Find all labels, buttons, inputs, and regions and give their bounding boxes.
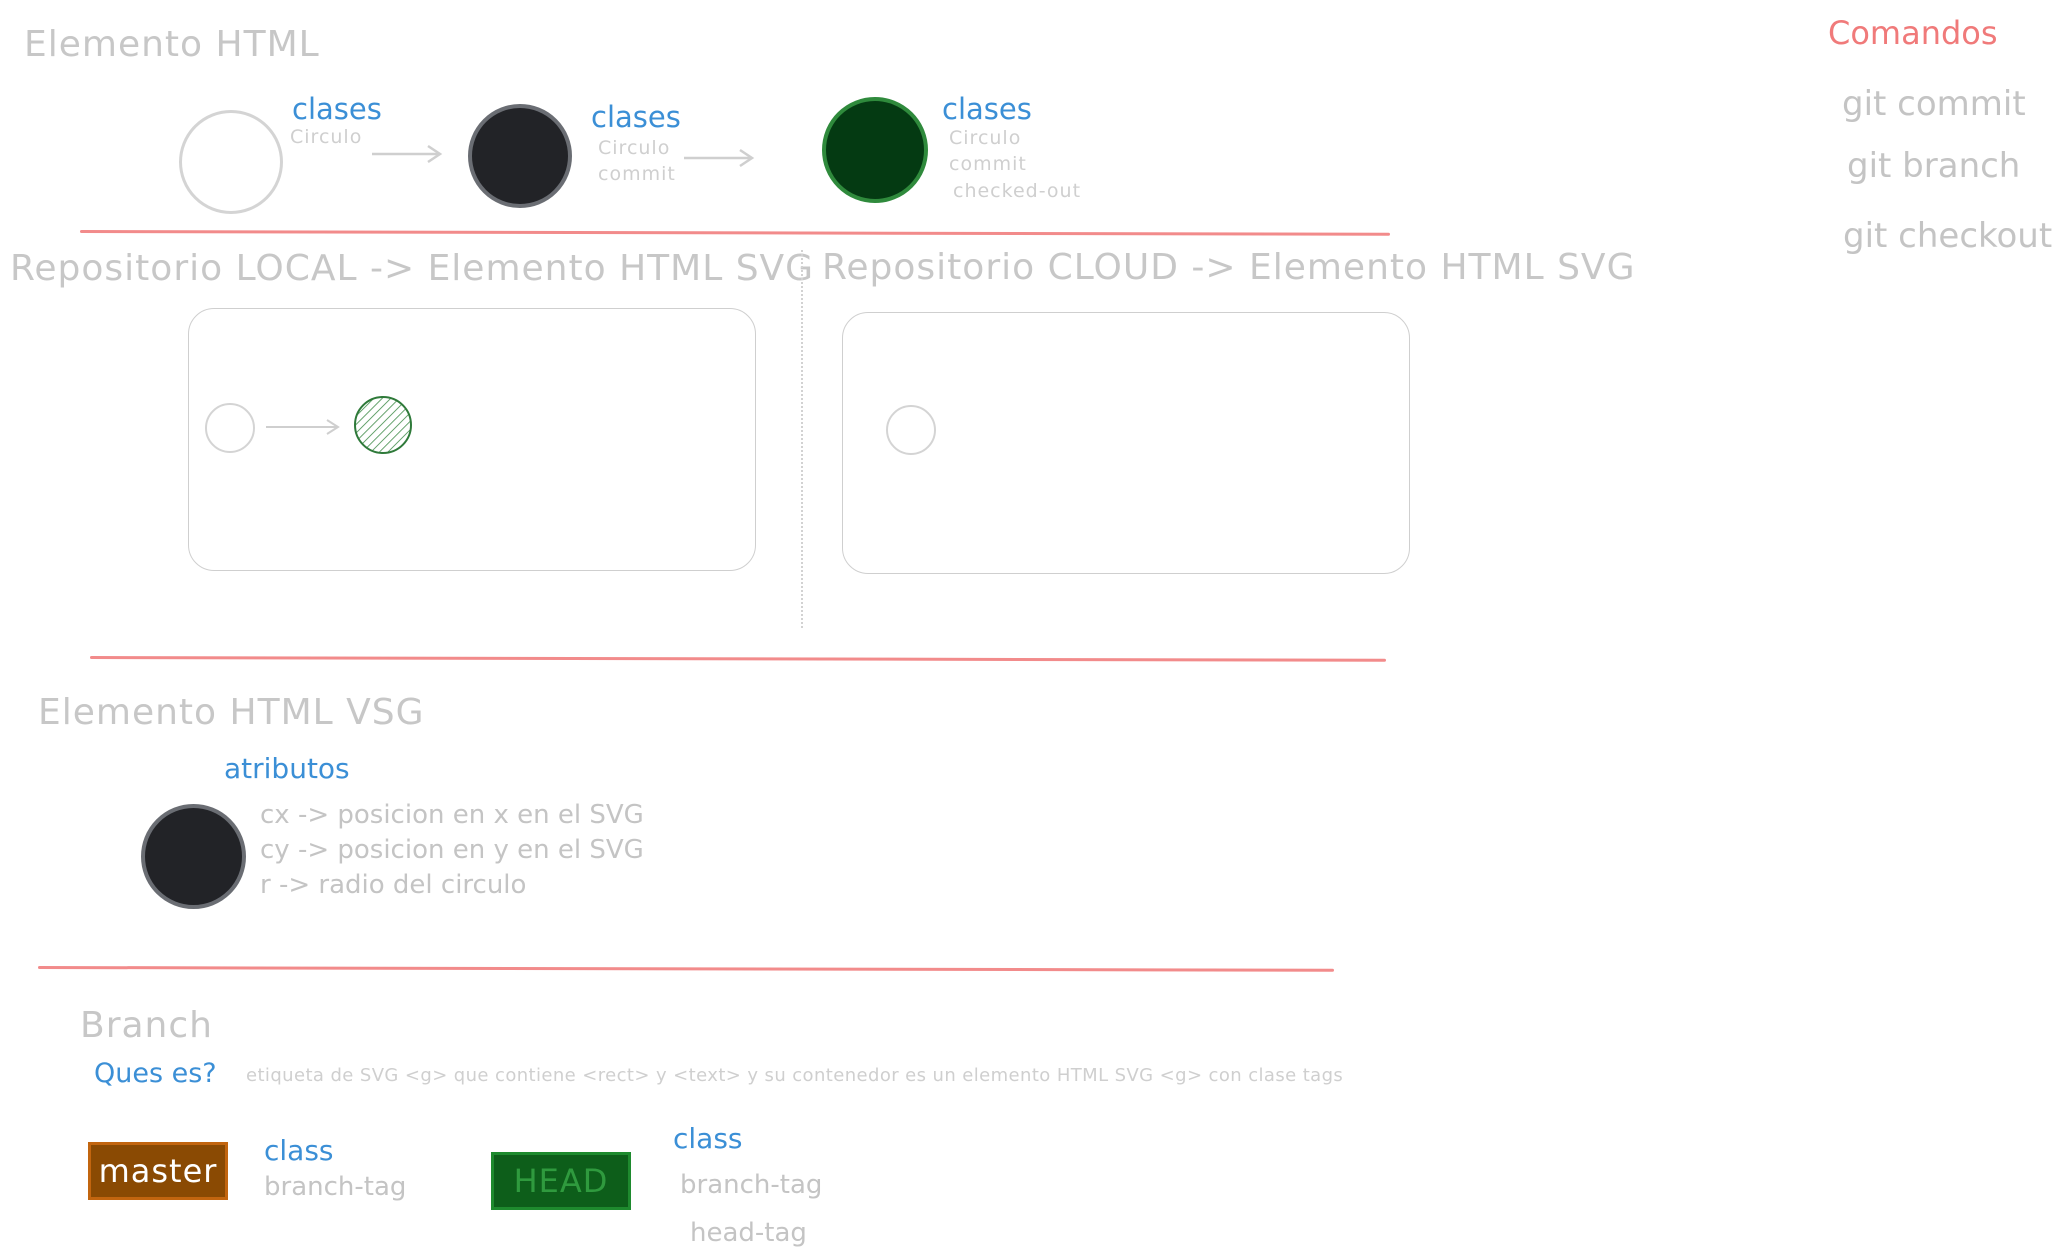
state-3-class-checked-out: checked-out (953, 180, 1082, 202)
head-class-branch-tag: branch-tag (680, 1170, 823, 1200)
local-root-commit (205, 403, 255, 453)
section-divider (79, 230, 1391, 236)
head-class-heading: class (673, 1122, 743, 1155)
circle-state-commit (468, 104, 572, 208)
attributes-heading: atributos (224, 752, 350, 785)
local-repo-box (188, 308, 756, 571)
commands-title: Comandos (1828, 14, 1998, 52)
cloud-repo-box (842, 312, 1410, 574)
master-branch-tag: master (88, 1142, 228, 1200)
cloud-root-commit (886, 405, 936, 455)
command-git-checkout: git checkout (1843, 216, 2053, 256)
circle-state-empty (179, 110, 283, 214)
section-title-html-element: Elemento HTML (24, 24, 320, 65)
arrow-icon (372, 144, 443, 164)
state-3-heading: clases (942, 92, 1032, 126)
section-title-cloud: Repositorio CLOUD -> Elemento HTML SVG (822, 247, 1636, 288)
section-divider (89, 656, 1387, 662)
branch-description: etiqueta de SVG <g> que contiene <rect> … (246, 1065, 1344, 1086)
section-divider (37, 966, 1335, 972)
head-tag: HEAD (491, 1152, 631, 1210)
head-class-head-tag: head-tag (690, 1218, 807, 1248)
arrow-icon (684, 148, 755, 168)
circle-state-checked-out (822, 97, 928, 203)
command-git-commit: git commit (1842, 84, 2026, 124)
attribute-line-cx: cx -> posicion en x en el SVG (260, 800, 644, 830)
state-2-class-commit: commit (598, 163, 676, 185)
attribute-line-cy: cy -> posicion en y en el SVG (260, 835, 644, 865)
question-label: Ques es? (94, 1058, 217, 1089)
state-3-class-circulo: Circulo (949, 127, 1022, 149)
state-3-class-commit: commit (949, 153, 1027, 175)
master-class-heading: class (264, 1134, 334, 1167)
command-git-branch: git branch (1847, 146, 2021, 186)
state-2-class-circulo: Circulo (598, 137, 671, 159)
section-title-local: Repositorio LOCAL -> Elemento HTML SVG (10, 248, 815, 289)
attribute-line-r: r -> radio del circulo (260, 870, 527, 900)
master-class-branch-tag: branch-tag (264, 1172, 407, 1202)
arrow-icon (266, 419, 340, 435)
section-title-vsg: Elemento HTML VSG (38, 692, 425, 733)
state-1-class-circulo: Circulo (290, 126, 363, 148)
state-2-heading: clases (591, 100, 681, 134)
commit-circle-example (141, 804, 246, 909)
repo-separator (801, 250, 803, 628)
section-title-branch: Branch (80, 1005, 213, 1046)
local-hatched-commit (354, 396, 412, 454)
state-1-heading: clases (292, 92, 382, 126)
